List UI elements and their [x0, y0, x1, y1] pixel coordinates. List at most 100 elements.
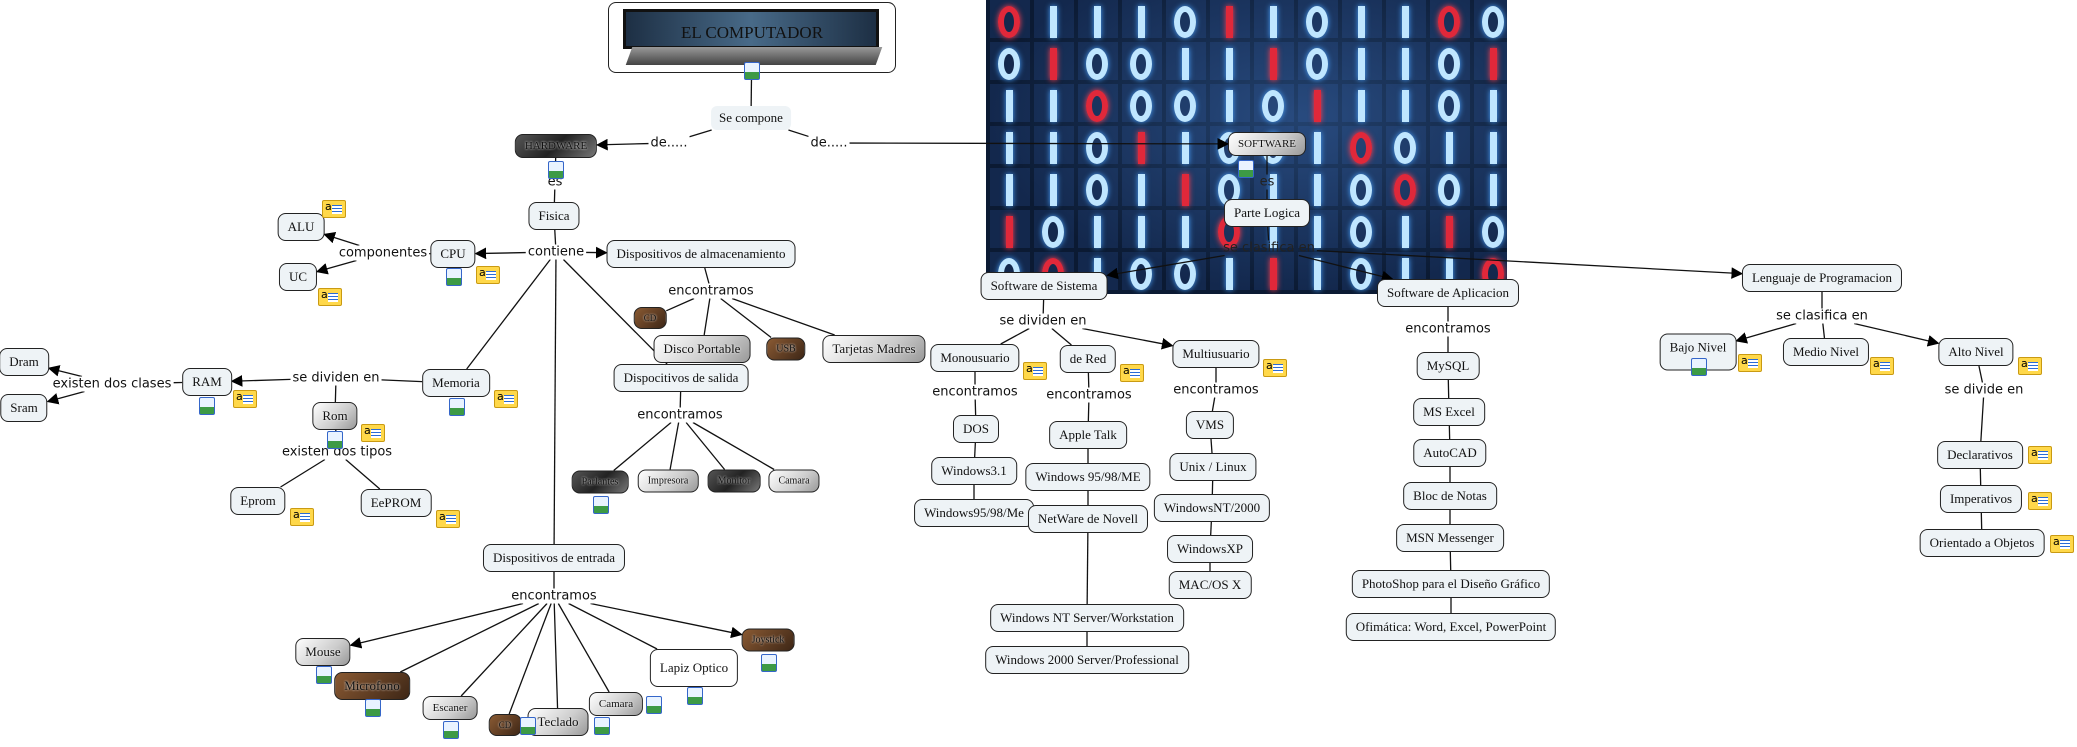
image-resource-icon[interactable]: [365, 699, 381, 717]
node-monitor[interactable]: Monitor: [707, 469, 761, 493]
link-encontramos[interactable]: encontramos: [1171, 382, 1261, 398]
node-mysql[interactable]: MySQL: [1416, 352, 1480, 380]
text-note-icon[interactable]: a: [322, 200, 346, 218]
node-impresora[interactable]: Impresora: [637, 469, 699, 493]
text-note-icon[interactable]: a: [1738, 354, 1762, 372]
node-teclado[interactable]: Teclado: [527, 708, 589, 736]
text-note-icon[interactable]: a: [2028, 446, 2052, 464]
image-resource-icon[interactable]: [593, 496, 609, 514]
text-note-icon[interactable]: a: [436, 510, 460, 528]
text-note-icon[interactable]: a: [2028, 492, 2052, 510]
node-windows95-ME[interactable]: Windows 95/98/ME: [1025, 463, 1151, 491]
text-note-icon[interactable]: a: [318, 288, 342, 306]
image-resource-icon[interactable]: [1238, 160, 1254, 178]
node-windows-2000-server[interactable]: Windows 2000 Server/Professional: [985, 646, 1189, 674]
text-note-icon[interactable]: a: [1023, 362, 1047, 380]
node-windows95-me[interactable]: Windows95/98/Me: [914, 499, 1034, 527]
node-declarativos[interactable]: Declarativos: [1937, 441, 2023, 469]
node-ofimatica[interactable]: Ofimática: Word, Excel, PowerPoint: [1345, 613, 1557, 641]
node-software-aplicacion[interactable]: Software de Aplicacion: [1376, 279, 1520, 307]
node-de-red[interactable]: de Red: [1059, 345, 1117, 373]
node-bloc-de-notas[interactable]: Bloc de Notas: [1403, 482, 1497, 510]
node-windowsxp[interactable]: WindowsXP: [1167, 535, 1253, 563]
node-tarjetas[interactable]: Tarjetas Madres: [822, 335, 926, 363]
node-alu[interactable]: ALU: [277, 213, 325, 241]
node-multiusuario[interactable]: Multiusuario: [1172, 340, 1260, 368]
link-componentes[interactable]: componentes: [336, 245, 430, 261]
node-camara[interactable]: Camara: [588, 692, 644, 716]
image-resource-icon[interactable]: [443, 721, 459, 739]
text-note-icon[interactable]: a: [361, 424, 385, 442]
node-camara[interactable]: Camara: [768, 469, 820, 493]
node-disco-portable[interactable]: Disco Portable: [653, 335, 751, 363]
node-dispositivos-almacenamiento[interactable]: Dispositivos de almacenamiento: [606, 240, 796, 268]
node-uc[interactable]: UC: [278, 263, 318, 291]
text-note-icon[interactable]: a: [2018, 357, 2042, 375]
node-monousuario[interactable]: Monousuario: [930, 344, 1020, 372]
link-existen-dos-clases[interactable]: existen dos clases: [50, 376, 174, 392]
node-imperativos[interactable]: Imperativos: [1939, 485, 2023, 513]
node-windows-nt-server[interactable]: Windows NT Server/Workstation: [990, 604, 1184, 632]
image-resource-icon[interactable]: [316, 666, 332, 684]
node-dispositivos-entrada[interactable]: Dispositivos de entrada: [482, 544, 626, 572]
node-dos[interactable]: DOS: [952, 415, 1000, 443]
link-es[interactable]: es: [1259, 174, 1275, 190]
link-de[interactable]: de.....: [808, 135, 850, 151]
text-note-icon[interactable]: a: [2050, 535, 2074, 553]
image-resource-icon[interactable]: [646, 696, 662, 714]
node-software-sistema[interactable]: Software de Sistema: [980, 272, 1108, 300]
node-cpu[interactable]: CPU: [430, 240, 476, 268]
node-microfono[interactable]: Microfono: [334, 672, 410, 700]
image-resource-icon[interactable]: [449, 398, 465, 416]
node-parte-logica[interactable]: Parte Logica: [1223, 199, 1311, 227]
link-encontramos[interactable]: encontramos: [666, 283, 756, 299]
node-hardware[interactable]: HARDWARE: [514, 134, 598, 158]
node-orientado-objetos[interactable]: Orientado a Objetos: [1919, 529, 2045, 557]
image-resource-icon[interactable]: [744, 62, 760, 80]
link-encontramos[interactable]: encontramos: [635, 407, 725, 423]
node-dram[interactable]: Dram: [0, 348, 49, 376]
node-parlantes[interactable]: Parlantes: [571, 470, 629, 494]
node-unix-linux[interactable]: Unix / Linux: [1169, 453, 1257, 481]
link-encontramos[interactable]: encontramos: [930, 384, 1020, 400]
image-resource-icon[interactable]: [548, 161, 564, 179]
node-lenguaje-programacion[interactable]: Lenguaje de Programacion: [1741, 264, 1903, 292]
node-vms[interactable]: VMS: [1185, 411, 1235, 439]
image-resource-icon[interactable]: [199, 397, 215, 415]
node-ms-excel[interactable]: MS Excel: [1413, 398, 1485, 426]
node-windows31[interactable]: Windows3.1: [931, 457, 1017, 485]
node-software[interactable]: SOFTWARE: [1227, 132, 1307, 156]
text-note-icon[interactable]: a: [1870, 357, 1894, 375]
text-note-icon[interactable]: a: [476, 266, 500, 284]
link-se-dividen-en[interactable]: se dividen en: [997, 313, 1089, 329]
node-rom[interactable]: Rom: [312, 402, 358, 430]
node-cd[interactable]: CD: [488, 714, 522, 736]
node-medio-nivel[interactable]: Medio Nivel: [1782, 338, 1870, 366]
image-resource-icon[interactable]: [446, 268, 462, 286]
node-autocad[interactable]: AutoCAD: [1413, 439, 1487, 467]
node-eprom[interactable]: Eprom: [230, 487, 286, 515]
image-resource-icon[interactable]: [761, 654, 777, 672]
image-resource-icon[interactable]: [1691, 358, 1707, 376]
node-apple-talk[interactable]: Apple Talk: [1049, 421, 1127, 449]
node-windowsnt2000[interactable]: WindowsNT/2000: [1153, 494, 1271, 522]
node-sram[interactable]: Sram: [0, 394, 48, 422]
image-resource-icon[interactable]: [327, 431, 343, 449]
text-note-icon[interactable]: a: [1120, 364, 1144, 382]
node-dispositivos-salida[interactable]: Dispocitivos de salida: [613, 364, 749, 392]
node-usb[interactable]: USB: [766, 337, 806, 361]
link-se-clasifica-en[interactable]: se clasifica en: [1223, 240, 1315, 256]
link-se-compone[interactable]: Se compone: [711, 106, 791, 130]
link-se-dividen-en[interactable]: se dividen en: [290, 370, 382, 386]
node-cd[interactable]: CD: [633, 307, 667, 329]
text-note-icon[interactable]: a: [494, 390, 518, 408]
node-lapiz-optico[interactable]: Lapiz Optico: [649, 649, 739, 687]
link-encontramos[interactable]: encontramos: [1403, 321, 1493, 337]
node-msn-messenger[interactable]: MSN Messenger: [1396, 524, 1504, 552]
node-escaner[interactable]: Escaner: [422, 696, 478, 720]
text-note-icon[interactable]: a: [290, 508, 314, 526]
node-mac-os-x[interactable]: MAC/OS X: [1168, 571, 1252, 599]
image-resource-icon[interactable]: [520, 717, 536, 735]
node-alto-nivel[interactable]: Alto Nivel: [1938, 338, 2014, 366]
link-contiene[interactable]: contiene: [525, 244, 587, 260]
